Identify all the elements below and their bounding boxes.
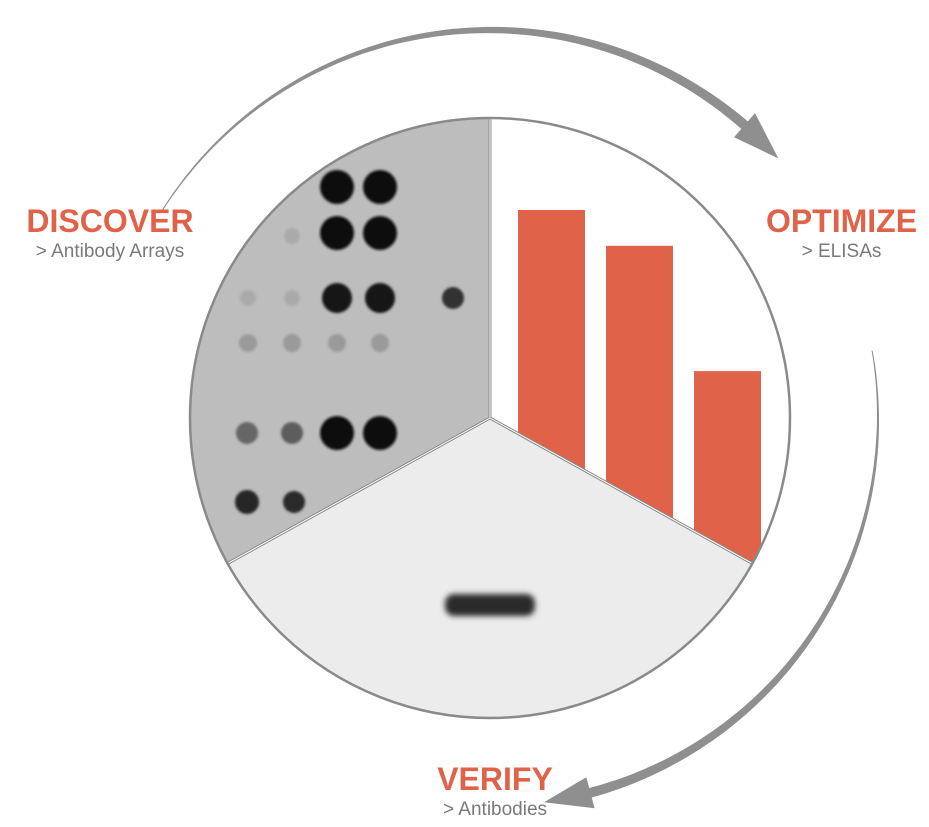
array-spot (283, 491, 305, 513)
pie-outline (188, 116, 792, 720)
array-spot (442, 287, 464, 309)
blot-band-mark (445, 594, 535, 616)
elisa-bar (694, 371, 761, 564)
stage-discover-title: DISCOVER (26, 203, 194, 239)
array-spot (371, 334, 389, 352)
array-spot (235, 490, 259, 514)
array-spot (320, 216, 354, 250)
wedge-divider-highlight (489, 417, 753, 564)
stage-discover-subtitle: > Antibody Arrays (35, 241, 185, 262)
array-spot (365, 283, 395, 313)
array-spot (239, 334, 257, 352)
blot-wedge-background (227, 418, 753, 719)
array-spot (284, 228, 300, 244)
wedge-dividers (226, 118, 754, 565)
array-spot (322, 283, 352, 313)
array-spot (320, 416, 354, 450)
array-spots (235, 170, 464, 514)
array-spot (320, 170, 354, 204)
array-spot (240, 290, 256, 306)
array-spot (281, 422, 303, 444)
elisa-wedge (490, 118, 791, 564)
array-spot (236, 422, 258, 444)
cycle-arrows (160, 26, 879, 809)
arrow-head-icon (734, 113, 779, 159)
stage-verify-label: VERIFY > Antibodies (405, 762, 585, 822)
stage-optimize-subtitle: > ELISAs (801, 241, 882, 262)
array-spot (363, 216, 397, 250)
antibody-array-wedge (189, 118, 490, 564)
stage-verify-subtitle: > Antibodies (442, 799, 548, 820)
western-blot-wedge (227, 418, 753, 719)
cycle-arrow-icon (160, 26, 753, 213)
blot-band (445, 594, 535, 616)
array-spot (363, 170, 397, 204)
stage-optimize-title: OPTIMIZE (765, 203, 918, 239)
array-spot (328, 334, 346, 352)
stage-verify-title: VERIFY (437, 761, 553, 797)
array-spot (284, 290, 300, 306)
stage-optimize-label: OPTIMIZE > ELISAs (754, 204, 929, 264)
arrow-head-icon (544, 777, 595, 809)
array-spot (363, 416, 397, 450)
array-spot (283, 334, 301, 352)
stage-discover-label: DISCOVER > Antibody Arrays (4, 204, 216, 264)
wedge-divider-highlight (227, 417, 491, 564)
